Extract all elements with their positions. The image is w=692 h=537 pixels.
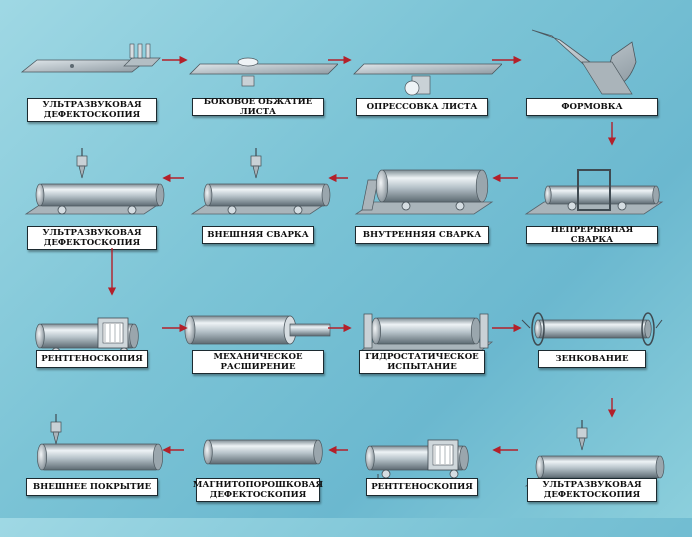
step-label: НЕПРЕРЫВНАЯ СВАРКА [526, 225, 658, 245]
process-step: УЛЬТРАЗВУКОВАЯ ДЕФЕКТОСКОПИЯ [512, 412, 672, 537]
process-step: ЗЕНКОВАНИЕ [512, 290, 672, 415]
xray-pipe-icon [365, 439, 469, 482]
magnetic-particle-icon [203, 439, 323, 465]
process-step: РЕНТГЕНОСКОПИЯ [342, 412, 502, 537]
step-label: УЛЬТРАЗВУКОВАЯ ДЕФЕКТОСКОПИЯ [27, 226, 157, 250]
process-step: ВНЕШНЯЯ СВАРКА [178, 140, 338, 265]
process-step: ВНЕШНЕЕ ПОКРЫТИЕ [12, 412, 172, 537]
step-label: УЛЬТРАЗВУКОВАЯ ДЕФЕКТОСКОПИЯ [27, 98, 157, 122]
step-label: ВНУТРЕННЯЯ СВАРКА [355, 226, 489, 244]
step-label: БОКОВОЕ ОБЖАТИЕ ЛИСТА [192, 97, 324, 117]
step-label: ФОРМОВКА [526, 98, 658, 116]
process-step: УЛЬТРАЗВУКОВАЯ ДЕФЕКТОСКОПИЯ [12, 22, 172, 147]
step-label: УЛЬТРАЗВУКОВАЯ ДЕФЕКТОСКОПИЯ [527, 478, 657, 502]
process-step: ОПРЕССОВКА ЛИСТА [342, 22, 502, 147]
process-diagram: УЛЬТРАЗВУКОВАЯ ДЕФЕКТОСКОПИЯ БОКОВОЕ ОБЖА… [12, 22, 672, 502]
edge-crimping-icon [189, 57, 338, 87]
internal-welding-icon [354, 169, 494, 215]
sheet-pressing-icon [353, 63, 502, 96]
ultrasonic-sheet-icon [20, 43, 161, 73]
step-label: РЕНТГЕНОСКОПИЯ [36, 350, 148, 368]
external-welding-icon [190, 148, 331, 215]
process-step: МАГНИТОПОРОШКОВАЯ ДЕФЕКТОСКОПИЯ [178, 412, 338, 537]
process-step: ФОРМОВКА [512, 22, 672, 147]
step-label: ВНЕШНЕЕ ПОКРЫТИЕ [26, 478, 158, 496]
process-step: ГИДРОСТАТИЧЕСКОЕ ИСПЫТАНИЕ [342, 290, 502, 415]
process-step: НЕПРЕРЫВНАЯ СВАРКА [512, 140, 672, 265]
step-label: ЗЕНКОВАНИЕ [538, 350, 646, 368]
process-step: РЕНТГЕНОСКОПИЯ [12, 290, 172, 415]
process-step: УЛЬТРАЗВУКОВАЯ ДЕФЕКТОСКОПИЯ [12, 140, 172, 265]
ultrasonic-pipe-icon [24, 148, 165, 215]
mechanical-expansion-icon [184, 315, 331, 345]
xray-pipe-icon [35, 317, 139, 360]
hydrostatic-test-icon [360, 313, 494, 351]
step-label: МЕХАНИЧЕСКОЕ РАСШИРЕНИЕ [192, 350, 324, 374]
step-label: РЕНТГЕНОСКОПИЯ [366, 478, 478, 496]
process-step: МЕХАНИЧЕСКОЕ РАСШИРЕНИЕ [178, 290, 338, 415]
external-coating-icon [36, 414, 164, 471]
countersinking-icon [521, 312, 663, 346]
process-step: БОКОВОЕ ОБЖАТИЕ ЛИСТА [178, 22, 338, 147]
continuous-welding-icon [524, 169, 664, 215]
step-label: ГИДРОСТАТИЧЕСКОЕ ИСПЫТАНИЕ [359, 350, 485, 374]
step-label: ОПРЕССОВКА ЛИСТА [356, 98, 488, 116]
process-step: ВНУТРЕННЯЯ СВАРКА [342, 140, 502, 265]
step-label: МАГНИТОПОРОШКОВАЯ ДЕФЕКТОСКОПИЯ [192, 478, 324, 502]
step-label: ВНЕШНЯЯ СВАРКА [202, 226, 314, 244]
forming-icon [531, 29, 637, 95]
